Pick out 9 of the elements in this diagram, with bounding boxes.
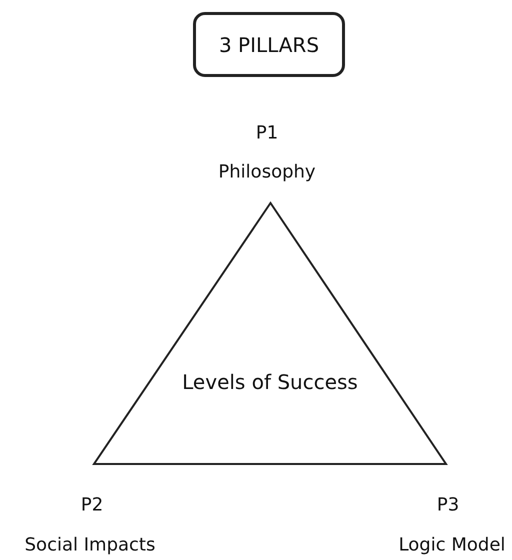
title-box [193,12,345,77]
pillar-number: P1 [256,122,278,144]
pillar-number: P3 [436,494,460,516]
pillar-name: Philosophy [218,162,316,182]
triangle-label: Levels of Success [182,370,358,394]
pillar-number: P2 [80,494,104,516]
pillar-name: Logic Model [398,534,506,556]
pillar-name: Social Impacts [24,534,156,556]
title-text: 3 PILLARS [218,32,320,56]
